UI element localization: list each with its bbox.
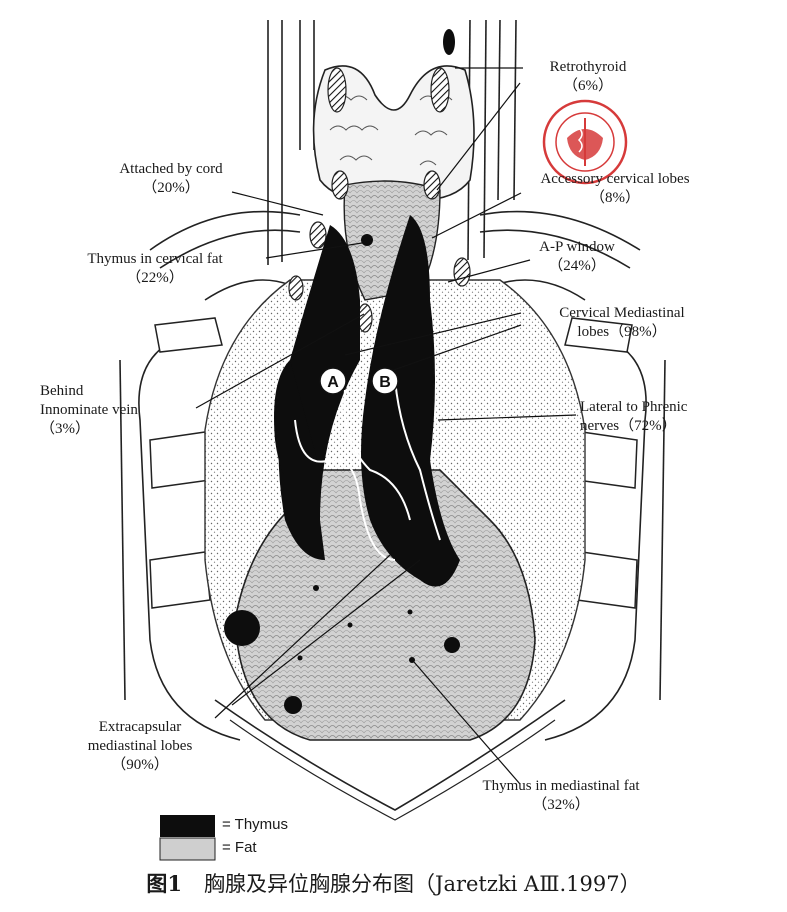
phrenic-nerves xyxy=(294,379,441,561)
label-ap-window: A-P window （24%） xyxy=(539,239,615,274)
leader-lines xyxy=(195,67,577,785)
figure-caption-text: 胸腺及异位胸腺分布图（Jaretzki AⅢ.1997） xyxy=(204,872,641,896)
label-behind-innominate: Behind Innominate vein （3%） xyxy=(40,383,138,437)
marker-b-label: B xyxy=(379,374,391,391)
pericardial-reflection xyxy=(214,699,566,811)
legend-fat-label: = Fat xyxy=(222,839,257,856)
figure-number: 图1 xyxy=(146,871,183,896)
superior-nodule xyxy=(443,29,455,55)
label-attached-cord: Attached by cord （20%） xyxy=(119,161,223,196)
society-seal-logo xyxy=(542,99,628,185)
label-mediastinal-fat: Thymus in mediastinal fat （32%） xyxy=(482,778,640,813)
ribs-right xyxy=(564,317,638,609)
marker-a: A xyxy=(319,367,347,395)
label-accessory-cervical: Accessory cervical lobes （8%） xyxy=(540,171,690,206)
hatched-nodules xyxy=(288,67,471,333)
label-cervical-fat: Thymus in cervical fat （22%） xyxy=(87,251,223,286)
legend-thymus-label: = Thymus xyxy=(222,816,288,833)
figure-caption: 图1 胸腺及异位胸腺分布图（Jaretzki AⅢ.1997） xyxy=(0,868,787,898)
label-lateral-phrenic: Lateral to Phrenic nerves（72%） xyxy=(580,399,688,434)
pericardial-reflection-inner xyxy=(229,719,556,821)
label-extracapsular: Extracapsular mediastinal lobes （90%） xyxy=(87,719,193,773)
label-retrothyroid: Retrothyroid （6%） xyxy=(549,59,627,94)
label-cervical-mediastinal: Cervical Mediastinal lobes（98%） xyxy=(559,305,685,340)
marker-a-label: A xyxy=(327,374,339,391)
marker-b: B xyxy=(371,367,399,395)
legend-thymus-swatch xyxy=(160,815,215,837)
legend-fat-swatch xyxy=(159,837,216,861)
